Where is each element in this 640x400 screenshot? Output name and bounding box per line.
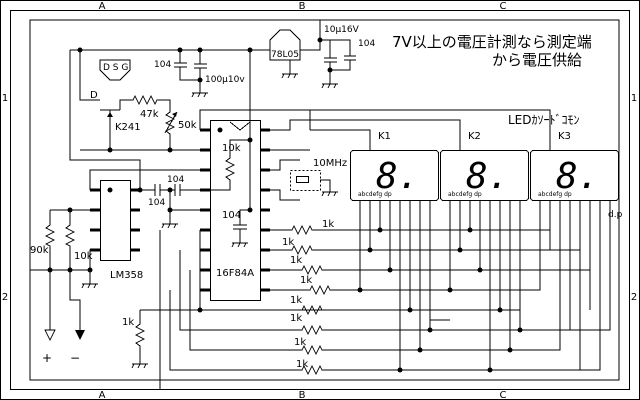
- power-rail: [29, 19, 620, 381]
- row-label-1-left: 1: [2, 93, 8, 104]
- segment-labels: abcdefg dp: [448, 191, 482, 198]
- col-label-c-bottom: C: [500, 390, 507, 400]
- segment-labels: abcdefg dp: [538, 191, 572, 198]
- segment-labels: abcdefg dp: [358, 191, 392, 198]
- junction-dot: [507, 347, 513, 353]
- note-supply-line2: から電圧供給: [492, 51, 582, 69]
- fet-stage: D K241 47k 50k: [69, 50, 200, 190]
- note-led-common: LEDｶｿｰﾄﾞｺﾓﾝ: [508, 113, 580, 127]
- digit-k1: 8. abcdefg dp: [350, 150, 439, 201]
- junction-dot: [377, 227, 383, 233]
- crystal-10mhz: 10MHz: [270, 158, 347, 201]
- r-1k-label: 1k: [296, 359, 308, 370]
- col-label-b-top: B: [299, 1, 306, 12]
- col-label-c-top: C: [500, 1, 507, 12]
- junction-dot: [407, 307, 413, 313]
- col-label-a-top: A: [99, 1, 106, 12]
- crystal-label: 10MHz: [313, 158, 347, 169]
- opamp-lm358: LM358 104 104: [89, 169, 200, 281]
- r-1k-label: 1k: [300, 275, 312, 286]
- dp-label: d.p: [608, 210, 623, 220]
- junction-dot: [457, 247, 463, 253]
- junction-dot: [427, 327, 433, 333]
- r-1k-label: 1k: [290, 295, 302, 306]
- r-1k-label: 1k: [294, 337, 306, 348]
- r-1k-label: 1k: [290, 255, 302, 266]
- segment-verticals: [357, 200, 611, 373]
- digit-k3: 8. abcdefg dp: [530, 150, 619, 201]
- r-90k-label: 90k: [30, 245, 49, 256]
- r-47k-label: 47k: [140, 109, 159, 120]
- digit-k2-label: K2: [468, 131, 481, 142]
- col-label-a-bottom: A: [99, 390, 106, 400]
- plus-label: +: [42, 351, 52, 365]
- r-10k-pic-label: 10k: [222, 143, 241, 154]
- junction-dot: [477, 267, 483, 273]
- regulator-78l05: 78L05: [269, 29, 301, 79]
- mcu-label: 16F84A: [216, 268, 254, 279]
- junction-dot: [467, 227, 473, 233]
- fet-d-label: D: [90, 90, 98, 101]
- vr-50k-label: 50k: [178, 120, 197, 131]
- cap-104-b-label: 104: [148, 198, 165, 208]
- junction-dot: [397, 367, 403, 373]
- r-1k-label: 1k: [322, 219, 334, 230]
- segment-bus: [159, 210, 611, 390]
- inner-frame: [10, 10, 630, 390]
- cap-10u-label: 10μ16V: [324, 25, 360, 35]
- note-supply-line1: 7V以上の電圧計測なら測定端: [392, 33, 592, 51]
- cap-104-a-label: 104: [167, 175, 184, 185]
- r-10k-div-label: 10k: [74, 251, 93, 262]
- digit-k1-label: K1: [378, 131, 391, 142]
- regulator-label: 78L05: [271, 50, 299, 60]
- minus-label: −: [70, 351, 80, 365]
- col-label-b-bottom: B: [299, 390, 306, 400]
- junction-dot: [447, 287, 453, 293]
- fet-pinout: D S G: [99, 59, 131, 81]
- r-1k-gnd-label: 1k: [122, 317, 134, 328]
- fet-name-label: K241: [115, 122, 141, 133]
- digit-glyph: 8.: [466, 156, 509, 197]
- junction-dot: [517, 327, 523, 333]
- plus-terminal-icon[interactable]: [44, 329, 56, 342]
- digit-glyph: 8.: [376, 156, 419, 197]
- vin-loop-wire: [29, 19, 620, 381]
- ground-icon: [191, 92, 208, 98]
- junction-dot: [387, 267, 393, 273]
- row-label-1-right: 1: [631, 93, 637, 104]
- ground-icon: [281, 73, 298, 79]
- digit-k2: 8. abcdefg dp: [440, 150, 529, 201]
- row-label-2-right: 2: [631, 292, 637, 303]
- junction-dot: [357, 287, 363, 293]
- fet-pinout-label: D S G: [103, 63, 128, 73]
- junction-dot: [497, 307, 503, 313]
- input-divider: 90k 10k + −: [30, 207, 100, 365]
- r-1k-label: 1k: [282, 237, 294, 248]
- opamp-label: LM358: [110, 270, 143, 281]
- cap-104-reg-label: 104: [358, 39, 375, 49]
- output-caps: 10μ16V 104: [321, 25, 375, 89]
- digit-k3-label: K3: [558, 131, 571, 142]
- row-label-2-left: 2: [2, 292, 8, 303]
- junction-dot: [367, 247, 373, 253]
- left-caps: 104 100μ10v: [154, 50, 245, 98]
- mcu-16f84a: 16F84A 10k 104: [199, 50, 461, 301]
- digit-glyph: 8.: [556, 156, 599, 197]
- r-1k-ground: 1k: [122, 290, 520, 369]
- cap-104-pic-label: 104: [222, 210, 241, 221]
- junction-dot: [417, 347, 423, 353]
- minus-terminal-icon[interactable]: [75, 330, 85, 340]
- ground-icon: [321, 70, 338, 89]
- r-1k-label: 1k: [290, 313, 302, 324]
- cap-104-left-label: 104: [154, 60, 171, 70]
- junction-dot: [487, 367, 493, 373]
- cap-100u-label: 100μ10v: [205, 75, 245, 85]
